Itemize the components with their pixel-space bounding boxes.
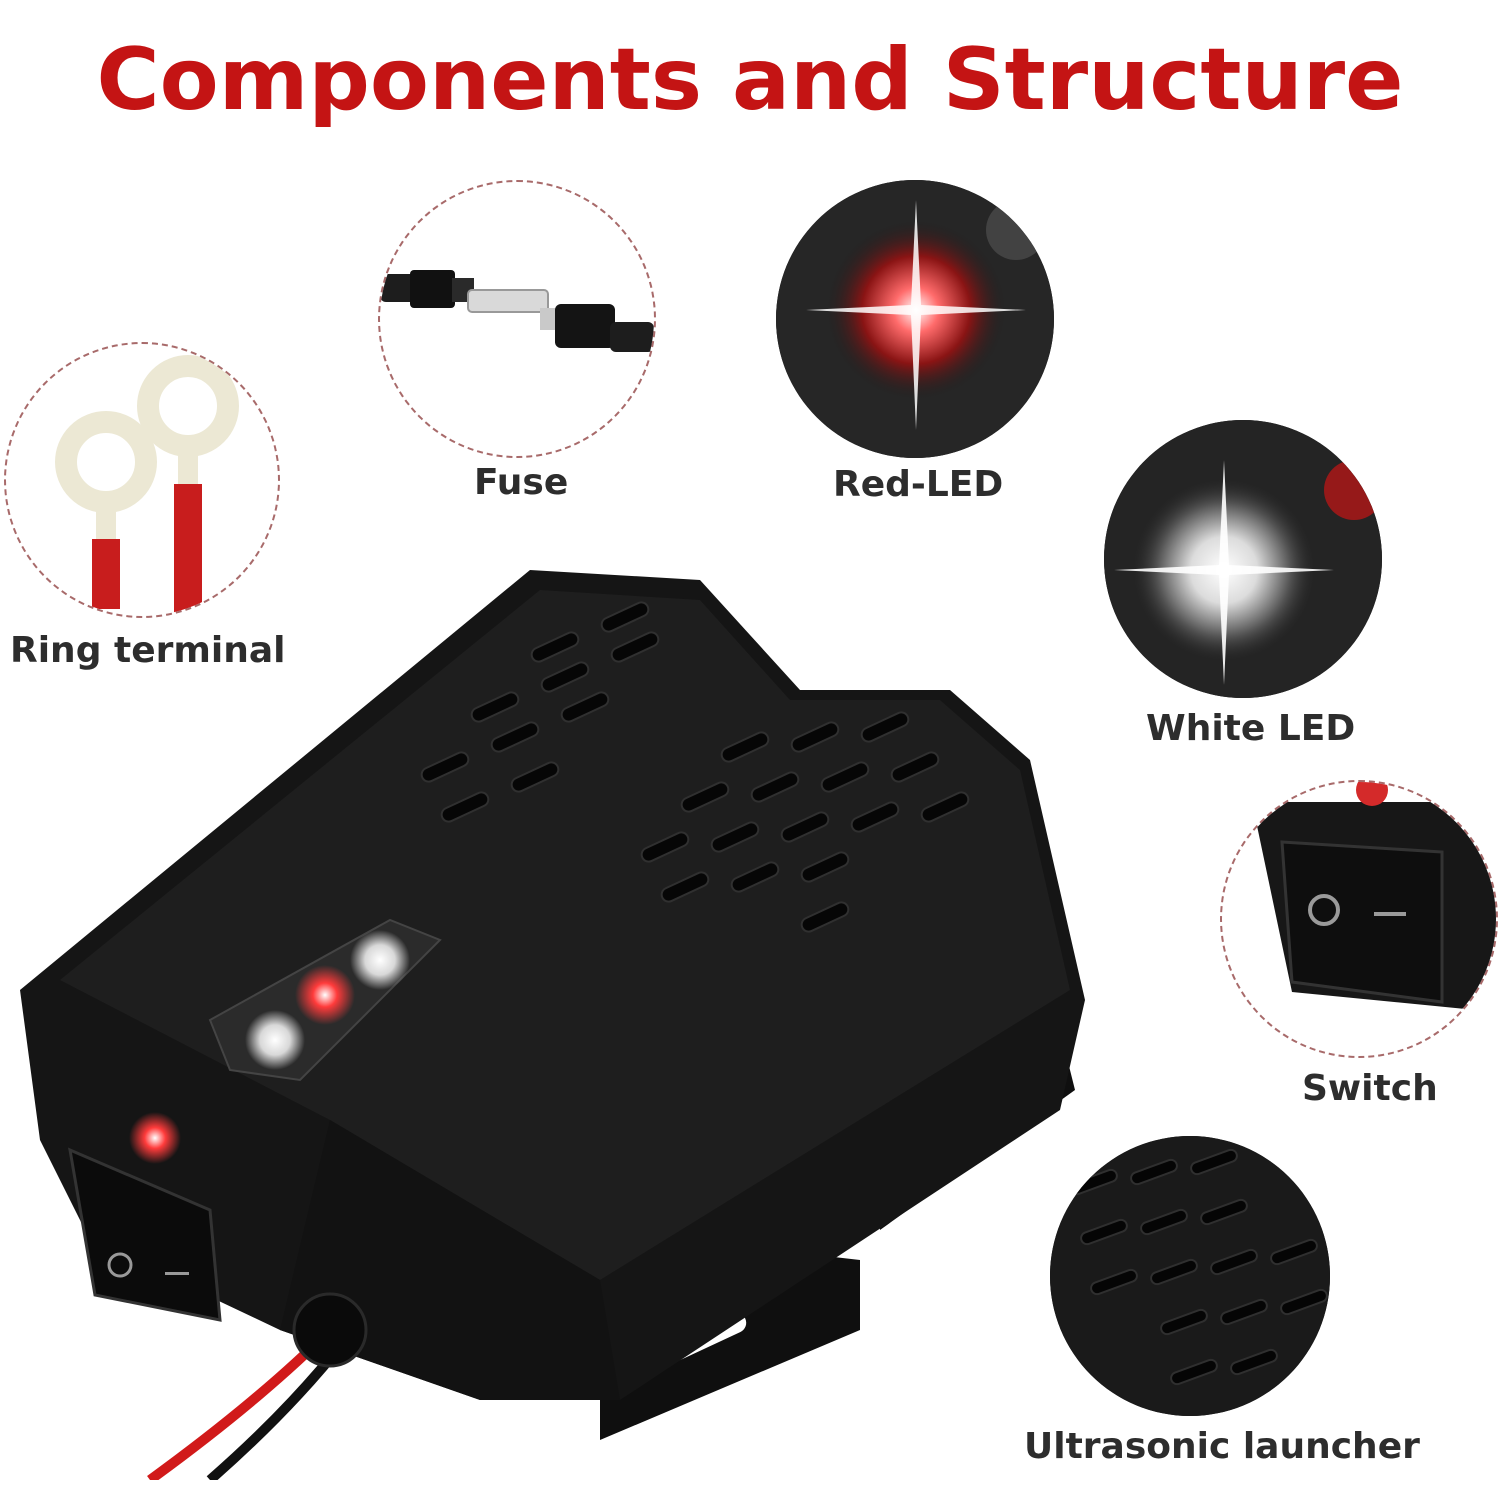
white-led-callout <box>1104 420 1382 698</box>
ring-terminal-label: Ring terminal <box>10 630 286 671</box>
switch-callout <box>1220 780 1498 1058</box>
fuse-callout <box>378 180 656 458</box>
device-image <box>20 570 1085 1480</box>
white-led-label: White LED <box>1146 708 1356 749</box>
ultrasonic-launcher-callout <box>1050 1136 1330 1416</box>
white-led-2 <box>350 930 410 990</box>
red-led-image <box>776 180 1054 458</box>
switch-label: Switch <box>1302 1068 1438 1109</box>
power-indicator-led <box>129 1112 181 1164</box>
red-led <box>295 965 355 1025</box>
white-led-image <box>1104 420 1382 698</box>
fuse-label: Fuse <box>474 462 569 503</box>
red-led-label: Red-LED <box>833 464 1004 505</box>
ring-terminal-callout <box>4 342 280 618</box>
switch-image <box>1252 782 1496 1012</box>
ultrasonic-launcher-image <box>1050 1136 1330 1416</box>
white-led-1 <box>245 1010 305 1070</box>
page-title: Components and Structure <box>96 30 1404 130</box>
ring-terminal-image <box>55 355 239 614</box>
fuse-image <box>380 270 654 352</box>
ultrasonic-launcher-label: Ultrasonic launcher <box>1024 1426 1420 1467</box>
red-led-callout <box>776 180 1054 458</box>
device-switch <box>68 1147 222 1322</box>
